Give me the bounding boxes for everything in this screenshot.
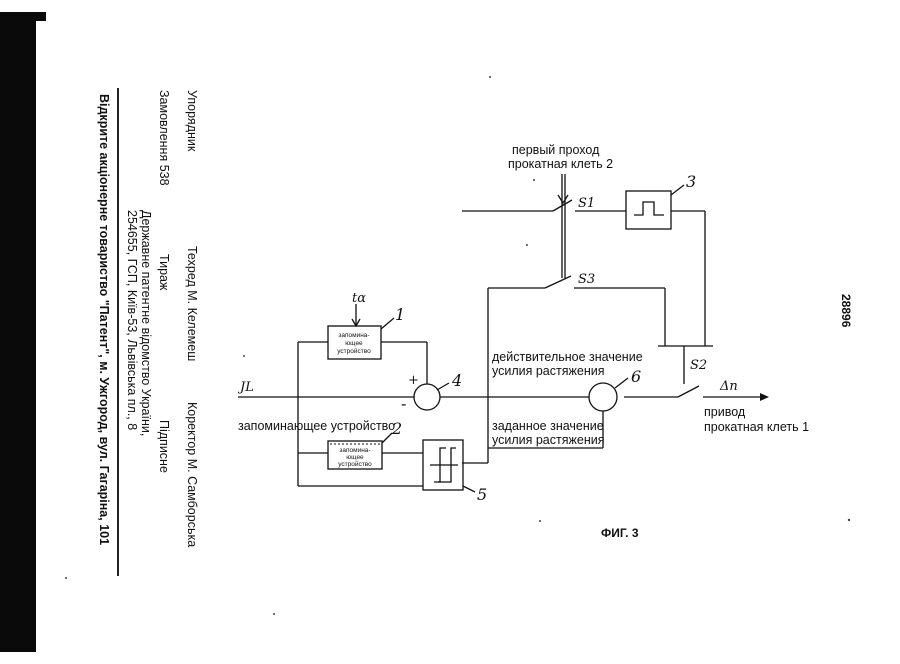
scan-speck bbox=[273, 613, 275, 615]
label-drive-1: привод bbox=[704, 405, 746, 419]
label-minus: - bbox=[401, 394, 406, 413]
label-number-1: 1 bbox=[395, 305, 405, 324]
scan-speck bbox=[489, 76, 491, 78]
label-number-3: 3 bbox=[686, 172, 696, 191]
label-number-6: 6 bbox=[631, 367, 641, 386]
label-set-value-1: заданное значение bbox=[492, 419, 604, 433]
label-ta: tα bbox=[352, 291, 366, 306]
label-drive-2: прокатная клеть 1 bbox=[704, 420, 809, 434]
leader-3 bbox=[671, 185, 684, 195]
label-switch-s3: S3 bbox=[578, 272, 595, 287]
switch-s3-blade bbox=[545, 276, 571, 288]
label-plus: + bbox=[408, 373, 419, 388]
block-2-text-3: устройство bbox=[338, 460, 372, 468]
summing-junction-6 bbox=[589, 383, 617, 411]
leader-6 bbox=[615, 378, 628, 388]
label-actual-value-2: усилия растяжения bbox=[492, 364, 604, 378]
leader-4 bbox=[437, 383, 449, 390]
label-actual-value-1: действительное значение bbox=[492, 350, 643, 364]
label-number-2: 2 bbox=[391, 419, 402, 438]
scan-speck bbox=[243, 355, 245, 357]
label-input-jl: JL bbox=[237, 380, 254, 395]
block-1-text-2: ющее bbox=[345, 340, 363, 347]
label-switch-s1: S1 bbox=[578, 196, 595, 211]
leader-2 bbox=[382, 433, 392, 443]
first-pass-arrow bbox=[558, 195, 568, 203]
label-set-value-2: усилия растяжения bbox=[492, 433, 604, 447]
label-switch-s2: S2 bbox=[690, 358, 707, 373]
switch-s2-blade bbox=[678, 386, 699, 397]
figure-caption: ФИГ. 3 bbox=[601, 526, 639, 540]
block-1-text-1: запомина- bbox=[338, 332, 369, 339]
pulse-icon bbox=[634, 202, 664, 215]
leader-5 bbox=[463, 486, 475, 492]
block-1-text-3: устройство bbox=[337, 347, 371, 355]
block-2-text-1: запомина- bbox=[339, 447, 370, 454]
scan-speck bbox=[848, 519, 850, 521]
label-number-5: 5 bbox=[477, 485, 487, 504]
leader-1 bbox=[381, 318, 394, 329]
block-3-pulse-generator bbox=[626, 191, 671, 229]
scan-speck bbox=[539, 520, 541, 522]
scan-speck bbox=[533, 179, 535, 181]
label-number-4: 4 bbox=[451, 371, 462, 390]
output-arrowhead bbox=[760, 393, 769, 401]
label-delta-n: Δn bbox=[719, 379, 738, 394]
scan-speck bbox=[65, 577, 67, 579]
block-2-text-2: ющее bbox=[346, 454, 364, 461]
scan-speck bbox=[526, 244, 528, 246]
label-first-pass-1: первый проход bbox=[512, 143, 600, 157]
label-memory-device: запоминающее устройство bbox=[238, 419, 395, 433]
label-first-pass-2: прокатная клеть 2 bbox=[508, 157, 613, 171]
